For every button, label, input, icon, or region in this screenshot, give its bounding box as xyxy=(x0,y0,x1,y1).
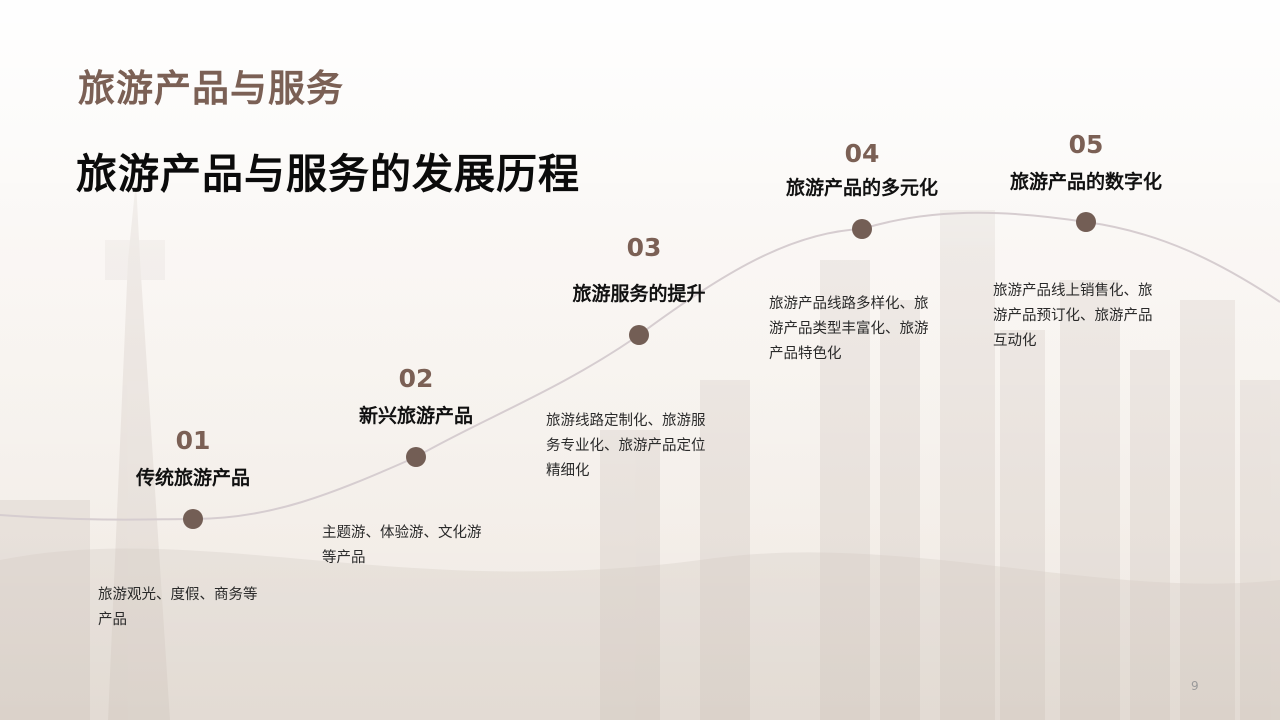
milestone-desc-line: 游产品类型丰富化、旅游 xyxy=(769,321,929,337)
milestone-title-01: 传统旅游产品 xyxy=(135,467,251,489)
milestone-desc-04: 旅游产品线路多样化、旅 游产品类型丰富化、旅游 产品特色化 xyxy=(769,292,929,367)
milestone-desc-03: 旅游线路定制化、旅游服 务专业化、旅游产品定位 精细化 xyxy=(546,409,706,484)
milestone-title-02: 新兴旅游产品 xyxy=(358,405,474,427)
milestone-dot-05 xyxy=(1076,212,1096,232)
milestone-desc-05: 旅游产品线上销售化、旅 游产品预订化、旅游产品 互动化 xyxy=(993,279,1153,354)
milestone-number-01: 01 xyxy=(175,426,211,455)
milestone-number-04: 04 xyxy=(844,139,880,168)
milestone-number-03: 03 xyxy=(626,233,662,262)
milestone-desc-line: 产品特色化 xyxy=(769,346,842,362)
milestone-dot-01 xyxy=(183,509,203,529)
milestone-desc-line: 旅游观光、度假、商务等 xyxy=(98,587,258,603)
milestone-desc-line: 游产品预订化、旅游产品 xyxy=(993,308,1153,324)
main-title: 旅游产品与服务的发展历程 xyxy=(76,150,580,198)
milestone-number-05: 05 xyxy=(1068,130,1104,159)
milestone-dot-02 xyxy=(406,447,426,467)
milestone-desc-02: 主题游、体验游、文化游 等产品 xyxy=(322,521,482,571)
milestone-dot-04 xyxy=(852,219,872,239)
milestone-desc-line: 旅游产品线上销售化、旅 xyxy=(993,283,1153,299)
page-number: 9 xyxy=(1191,679,1199,693)
milestone-dot-03 xyxy=(629,325,649,345)
milestone-desc-line: 互动化 xyxy=(993,333,1037,349)
milestone-desc-01: 旅游观光、度假、商务等 产品 xyxy=(98,583,258,633)
milestone-desc-line: 旅游线路定制化、旅游服 xyxy=(546,413,706,429)
section-title: 旅游产品与服务 xyxy=(78,67,344,110)
milestone-title-03: 旅游服务的提升 xyxy=(572,283,706,305)
milestone-desc-line: 务专业化、旅游产品定位 xyxy=(546,438,706,454)
milestone-desc-line: 主题游、体验游、文化游 xyxy=(322,525,482,541)
milestone-number-02: 02 xyxy=(398,364,434,393)
milestone-title-05: 旅游产品的数字化 xyxy=(1009,171,1163,193)
milestone-title-04: 旅游产品的多元化 xyxy=(785,177,939,199)
milestone-desc-line: 精细化 xyxy=(546,463,590,479)
milestone-desc-line: 产品 xyxy=(98,612,127,628)
milestone-desc-line: 等产品 xyxy=(322,550,366,566)
milestone-desc-line: 旅游产品线路多样化、旅 xyxy=(769,296,929,312)
